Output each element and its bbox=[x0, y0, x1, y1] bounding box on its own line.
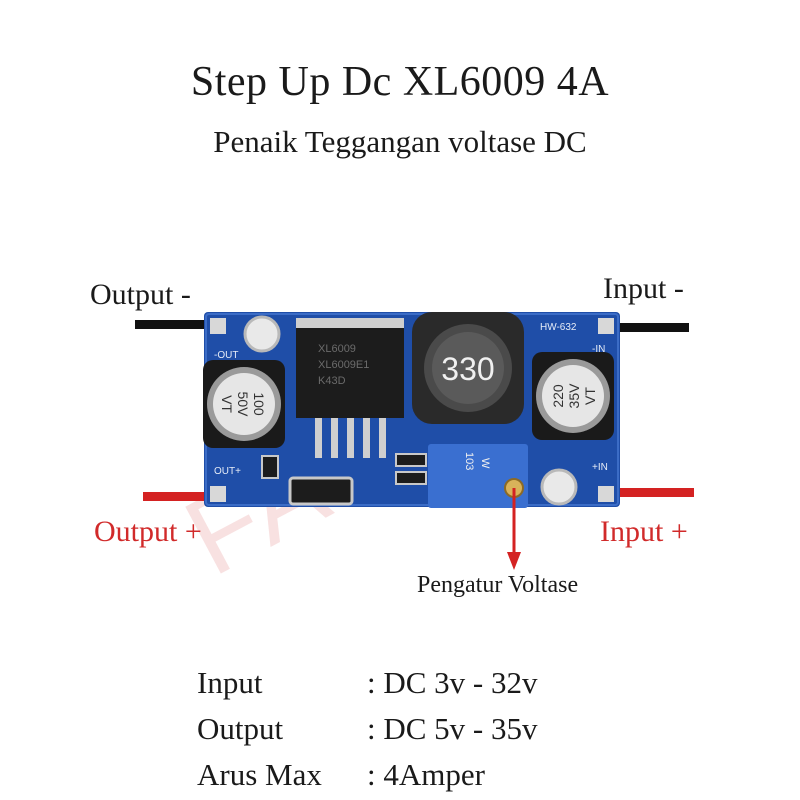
spec-list: Input : DC 3v - 32v Output : DC 5v - 35v… bbox=[197, 660, 538, 798]
cap-left-voltage: 50V bbox=[235, 392, 251, 418]
pad bbox=[598, 318, 614, 334]
ic-label-2: XL6009E1 bbox=[318, 359, 369, 371]
pot-marking: W bbox=[479, 458, 491, 469]
spec-value: : 4Amper bbox=[367, 757, 485, 792]
label-output-positive: Output + bbox=[94, 515, 202, 548]
ic-xl6009: XL6009 XL6009E1 K43D bbox=[296, 318, 404, 458]
spec-key: Input bbox=[197, 665, 263, 700]
pad-label-out-neg: -OUT bbox=[214, 350, 238, 361]
label-voltage-adjust: Pengatur Voltase bbox=[417, 572, 579, 598]
pad-label-in-pos: +IN bbox=[592, 462, 608, 473]
label-output-negative: Output - bbox=[90, 278, 191, 311]
spec-key: Arus Max bbox=[197, 757, 322, 792]
wire-output-negative bbox=[135, 320, 213, 329]
mounting-hole bbox=[243, 315, 281, 353]
pad-label-out-pos: OUT+ bbox=[214, 466, 241, 477]
ic-label-3: K43D bbox=[318, 375, 346, 387]
page-subtitle: Penaik Teggangan voltase DC bbox=[213, 124, 587, 159]
ic-label-1: XL6009 bbox=[318, 343, 356, 355]
inductor-330: 330 bbox=[412, 312, 524, 424]
cap-left-series: VT bbox=[219, 395, 235, 413]
smd-resistor bbox=[261, 455, 279, 479]
model-label: HW-632 bbox=[540, 322, 577, 333]
pad bbox=[210, 318, 226, 334]
pad bbox=[598, 486, 614, 502]
cap-right-value: 220 bbox=[550, 384, 566, 408]
wire-input-positive bbox=[612, 488, 694, 497]
cap-right-voltage: 35V bbox=[566, 383, 582, 409]
page-title: Step Up Dc XL6009 4A bbox=[190, 59, 610, 105]
potentiometer: 103 W bbox=[428, 444, 528, 508]
spec-key: Output bbox=[197, 711, 284, 746]
spec-value: : DC 3v - 32v bbox=[367, 665, 538, 700]
capacitor-right: 220 35V VT bbox=[532, 352, 614, 440]
spec-row-output: Output : DC 5v - 35v bbox=[197, 706, 538, 752]
cap-right-series: VT bbox=[582, 387, 598, 405]
pot-value: 103 bbox=[463, 452, 475, 470]
smd-resistor bbox=[395, 471, 427, 485]
mounting-hole bbox=[540, 468, 578, 506]
inductor-value: 330 bbox=[441, 351, 494, 387]
capacitor-left: 100 50V VT bbox=[203, 360, 285, 448]
cap-left-value: 100 bbox=[251, 392, 267, 416]
spec-value: : DC 5v - 35v bbox=[367, 711, 538, 746]
pad bbox=[210, 486, 226, 502]
wire-input-negative bbox=[614, 323, 689, 332]
wire-output-positive bbox=[143, 492, 213, 501]
pad-label-in-neg: -IN bbox=[592, 344, 605, 355]
smd-resistor bbox=[395, 453, 427, 467]
label-input-positive: Input + bbox=[600, 515, 688, 548]
smd-diode bbox=[288, 476, 354, 506]
spec-row-input: Input : DC 3v - 32v bbox=[197, 660, 538, 706]
label-input-negative: Input - bbox=[603, 272, 684, 305]
spec-row-current: Arus Max : 4Amper bbox=[197, 752, 538, 798]
pointer-arrow-head bbox=[507, 552, 521, 570]
